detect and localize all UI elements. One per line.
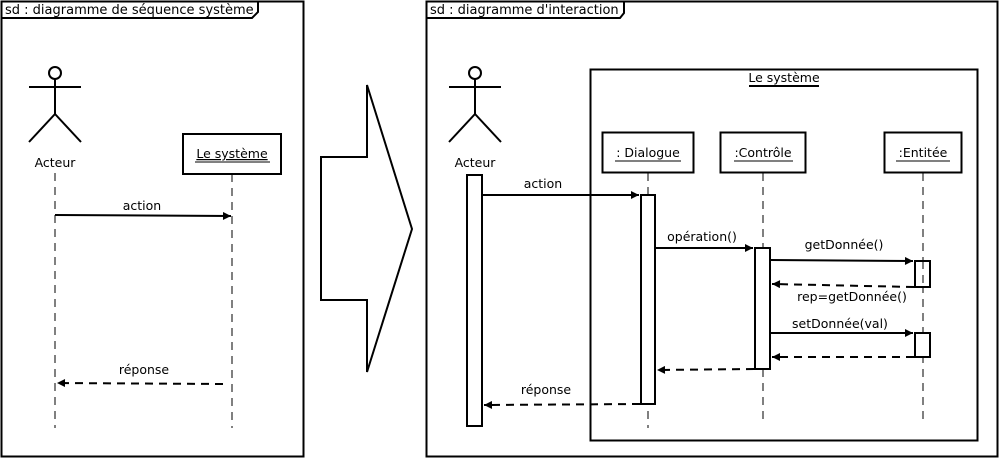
system-frame	[589, 68, 979, 442]
frame-title: sd : diagramme de séquence système	[5, 3, 254, 18]
right-interaction-frame: sd : diagramme d'interaction Acteur Le s…	[425, 0, 999, 458]
transition-right-arrow-icon	[320, 84, 414, 373]
message-rep-getdonnee-label: rep=getDonnée()	[797, 289, 907, 304]
message-reponse-arrow	[483, 400, 641, 409]
message-action-label: action	[524, 176, 562, 191]
actor-label: Acteur	[35, 155, 77, 170]
lifeline-entitee-box[interactable]	[883, 131, 963, 174]
dialogue-activation-bar	[640, 194, 656, 405]
message-operation-label: opération()	[667, 229, 737, 244]
actor-label: Acteur	[455, 155, 497, 170]
lifeline-controle-box[interactable]	[719, 131, 807, 174]
actor-stick-figure-icon	[448, 66, 502, 143]
system-box[interactable]	[182, 133, 282, 175]
message-operation-return-arrow	[656, 365, 755, 374]
message-action-arrow	[54, 211, 232, 220]
message-getdonnee-arrow	[769, 256, 914, 265]
frame-title: sd : diagramme d'interaction	[430, 3, 619, 18]
message-reponse-arrow	[56, 379, 224, 388]
actor-stick-figure-icon	[28, 66, 82, 143]
frame-title-tab	[1, 1, 259, 19]
lifeline-controle-label: :Contrôle	[734, 145, 791, 160]
left-sequence-frame: sd : diagramme de séquence système Acteu…	[0, 0, 305, 458]
system-label: Le système	[196, 146, 268, 161]
frame-title-tab	[426, 1, 625, 19]
lifeline-entitee-label: :Entitée	[899, 145, 948, 160]
message-getdonnee-label: getDonnée()	[805, 237, 884, 252]
message-reponse-label: réponse	[521, 382, 572, 397]
controle-activation-bar	[754, 247, 771, 370]
message-rep-getdonnee-arrow	[771, 280, 915, 289]
actor-activation-bar	[466, 174, 483, 427]
system-frame-label: Le système	[748, 70, 820, 85]
message-setdonnee-label: setDonnée(val)	[792, 316, 888, 331]
message-action-label: action	[123, 198, 161, 213]
lifeline-dialogue-box[interactable]	[601, 131, 695, 174]
entitee-activation-bar-2	[914, 332, 931, 358]
message-reponse-label: réponse	[119, 362, 170, 377]
lifeline-dialogue-label: : Dialogue	[616, 145, 680, 160]
